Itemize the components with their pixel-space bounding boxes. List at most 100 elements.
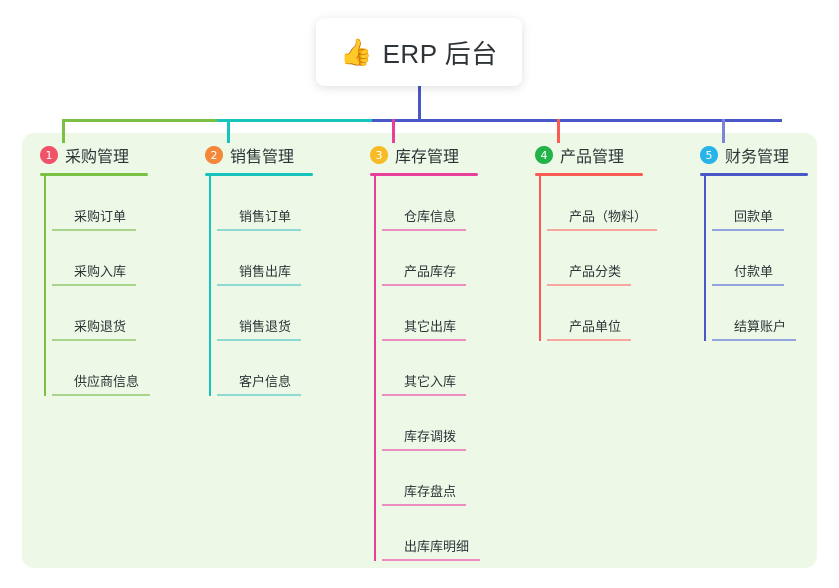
- menu-item-rule: [52, 394, 150, 396]
- menu-item[interactable]: 其它出库: [382, 286, 480, 341]
- column-header-3[interactable]: 3 库存管理: [370, 143, 480, 167]
- menu-item-rule: [382, 449, 466, 451]
- column-number-badge: 3: [370, 146, 388, 164]
- menu-item-rule: [217, 229, 301, 231]
- menu-item-label: 库存盘点: [404, 484, 457, 499]
- menu-item[interactable]: 仓库信息: [382, 176, 480, 231]
- menu-item-rule: [712, 284, 784, 286]
- menu-item[interactable]: 销售退货: [217, 286, 313, 341]
- column-header-rule: [535, 173, 643, 176]
- menu-item-label: 销售退货: [239, 319, 292, 334]
- column-number-badge: 1: [40, 146, 58, 164]
- menu-item-rule: [712, 339, 796, 341]
- column-spine: [374, 176, 376, 561]
- menu-item[interactable]: 库存调拨: [382, 396, 480, 451]
- menu-item-rule: [547, 339, 631, 341]
- column-header-1[interactable]: 1 采购管理: [40, 143, 150, 167]
- menu-item[interactable]: 采购订单: [52, 176, 150, 231]
- menu-item-rule: [547, 229, 657, 231]
- column-3: 3 库存管理仓库信息产品库存其它出库其它入库库存调拨库存盘点出库库明细: [370, 143, 480, 561]
- menu-item[interactable]: 产品分类: [547, 231, 657, 286]
- menu-item-label: 采购入库: [74, 264, 127, 279]
- menu-item-label: 结算账户: [734, 319, 787, 334]
- connector-drop-2: [227, 119, 230, 143]
- menu-item-label: 客户信息: [239, 374, 292, 389]
- menu-item[interactable]: 回款单: [712, 176, 808, 231]
- menu-item[interactable]: 供应商信息: [52, 341, 150, 396]
- column-items-3: 仓库信息产品库存其它出库其它入库库存调拨库存盘点出库库明细: [370, 176, 480, 561]
- column-title: 销售管理: [230, 149, 295, 166]
- column-header-2[interactable]: 2 销售管理: [205, 143, 313, 167]
- menu-item-label: 库存调拨: [404, 429, 457, 444]
- menu-item-rule: [382, 284, 466, 286]
- column-title: 采购管理: [65, 149, 130, 166]
- menu-item-label: 回款单: [734, 209, 774, 224]
- menu-item-label: 销售出库: [239, 264, 292, 279]
- menu-item-rule: [217, 339, 301, 341]
- column-title: 库存管理: [395, 149, 460, 166]
- menu-item-rule: [382, 394, 466, 396]
- connector-drop-1: [62, 119, 65, 143]
- menu-item-label: 采购订单: [74, 209, 127, 224]
- menu-item-rule: [547, 284, 631, 286]
- connector-trunk: [418, 86, 421, 122]
- menu-item-label: 产品（物料）: [569, 209, 648, 224]
- root-title: ERP 后台: [382, 38, 498, 69]
- menu-item-label: 产品库存: [404, 264, 457, 279]
- menu-item-label: 其它出库: [404, 319, 457, 334]
- column-spine: [704, 176, 706, 341]
- menu-item[interactable]: 出库库明细: [382, 506, 480, 561]
- menu-item[interactable]: 销售出库: [217, 231, 313, 286]
- column-number-badge: 2: [205, 146, 223, 164]
- menu-item-label: 仓库信息: [404, 209, 457, 224]
- menu-item-label: 出库库明细: [404, 539, 470, 554]
- menu-item-label: 其它入库: [404, 374, 457, 389]
- root-node-card[interactable]: 👍 ERP 后台: [316, 18, 522, 86]
- menu-item-label: 付款单: [734, 264, 774, 279]
- menu-item-label: 销售订单: [239, 209, 292, 224]
- menu-item[interactable]: 采购入库: [52, 231, 150, 286]
- column-header-rule: [40, 173, 148, 176]
- connector-drop-4: [557, 119, 560, 143]
- column-items-5: 回款单付款单结算账户: [700, 176, 808, 341]
- menu-item[interactable]: 结算账户: [712, 286, 808, 341]
- menu-item[interactable]: 客户信息: [217, 341, 313, 396]
- menu-item-label: 产品单位: [569, 319, 622, 334]
- column-spine: [539, 176, 541, 341]
- column-header-rule: [370, 173, 478, 176]
- column-items-4: 产品（物料） 产品分类产品单位: [535, 176, 657, 341]
- column-header-rule: [700, 173, 808, 176]
- column-number-badge: 5: [700, 146, 718, 164]
- menu-item-rule: [382, 229, 466, 231]
- column-spine: [44, 176, 46, 396]
- menu-item-rule: [52, 339, 136, 341]
- menu-item-label: 供应商信息: [74, 374, 140, 389]
- column-items-1: 采购订单采购入库采购退货供应商信息: [40, 176, 150, 396]
- menu-item[interactable]: 销售订单: [217, 176, 313, 231]
- connector-bus-segment-3: [372, 119, 782, 122]
- menu-item-rule: [217, 394, 301, 396]
- menu-item-label: 采购退货: [74, 319, 127, 334]
- column-2: 2 销售管理销售订单销售出库销售退货客户信息: [205, 143, 313, 396]
- column-1: 1 采购管理采购订单采购入库采购退货供应商信息: [40, 143, 150, 396]
- menu-item[interactable]: 库存盘点: [382, 451, 480, 506]
- column-items-2: 销售订单销售出库销售退货客户信息: [205, 176, 313, 396]
- menu-item-rule: [712, 229, 784, 231]
- column-spine: [209, 176, 211, 396]
- column-header-rule: [205, 173, 313, 176]
- connector-drop-5: [722, 119, 725, 143]
- menu-item[interactable]: 产品（物料）: [547, 176, 657, 231]
- connector-bus-segment-1: [62, 119, 217, 122]
- menu-item-rule: [382, 559, 480, 561]
- menu-item[interactable]: 产品单位: [547, 286, 657, 341]
- content-panel: [22, 133, 817, 568]
- menu-item[interactable]: 付款单: [712, 231, 808, 286]
- menu-item-rule: [382, 504, 466, 506]
- menu-item[interactable]: 产品库存: [382, 231, 480, 286]
- menu-item[interactable]: 采购退货: [52, 286, 150, 341]
- menu-item[interactable]: 其它入库: [382, 341, 480, 396]
